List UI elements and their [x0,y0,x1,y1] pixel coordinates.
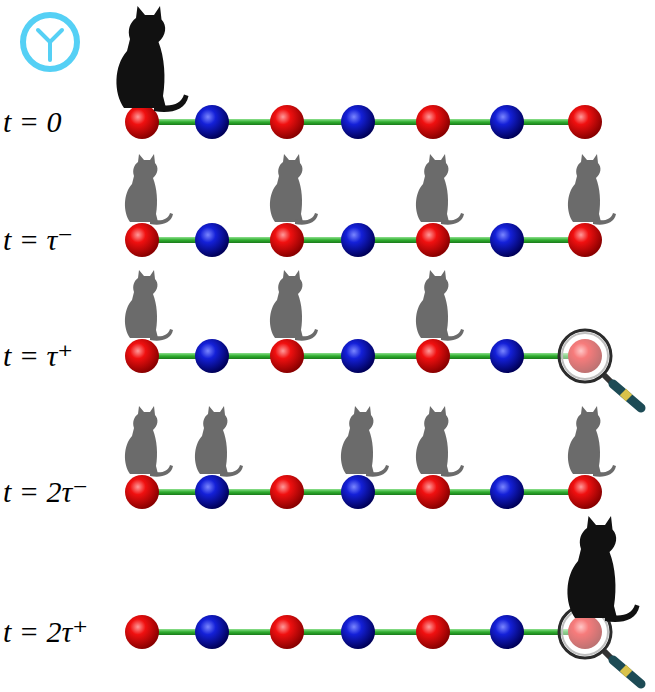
blue-site [490,475,524,509]
red-site [125,339,159,373]
red-site [416,105,450,139]
time-label: t = τ⁻ [3,222,73,258]
cat-superposed [195,406,243,477]
red-site [416,223,450,257]
time-label: t = τ⁺ [3,338,73,374]
cat-superposed [568,406,616,477]
cat-alive [116,6,188,112]
blue-site [341,615,375,649]
blue-site [195,475,229,509]
blue-site [490,339,524,373]
blue-site [195,223,229,257]
blue-site [341,339,375,373]
spin-chain [125,105,602,139]
cat-superposed [416,154,464,225]
red-site [270,223,304,257]
red-site [125,223,159,257]
red-site [125,615,159,649]
cat-superposed [568,154,616,225]
time-label: t = 2τ⁻ [3,474,88,510]
clock-icon [23,15,77,69]
time-label: t = 0 [3,104,62,140]
red-site [416,475,450,509]
spin-chain [125,223,602,257]
blue-site [490,615,524,649]
magnifier-icon [559,330,641,408]
cat-superposed [125,406,173,477]
red-site [568,475,602,509]
blue-site [341,105,375,139]
cat-superposed [270,270,318,341]
blue-site [195,615,229,649]
red-site [416,615,450,649]
time-label: t = 2τ⁺ [3,614,88,650]
cat-superposed [125,154,173,225]
blue-site [490,105,524,139]
spin-chain [125,475,602,509]
blue-site [195,339,229,373]
cat-superposed [270,154,318,225]
red-site [270,475,304,509]
red-site [270,339,304,373]
red-site [270,105,304,139]
red-site [568,105,602,139]
red-site [270,615,304,649]
spin-chain [125,615,602,649]
red-site [568,223,602,257]
cat-superposed [416,406,464,477]
cat-alive [567,516,639,622]
red-site [416,339,450,373]
cat-superposed [416,270,464,341]
cat-superposed [125,270,173,341]
blue-site [341,475,375,509]
blue-site [195,105,229,139]
cat-superposed [341,406,389,477]
red-site [125,105,159,139]
red-site [125,475,159,509]
blue-site [490,223,524,257]
blue-site [341,223,375,257]
spin-chain [125,339,602,373]
